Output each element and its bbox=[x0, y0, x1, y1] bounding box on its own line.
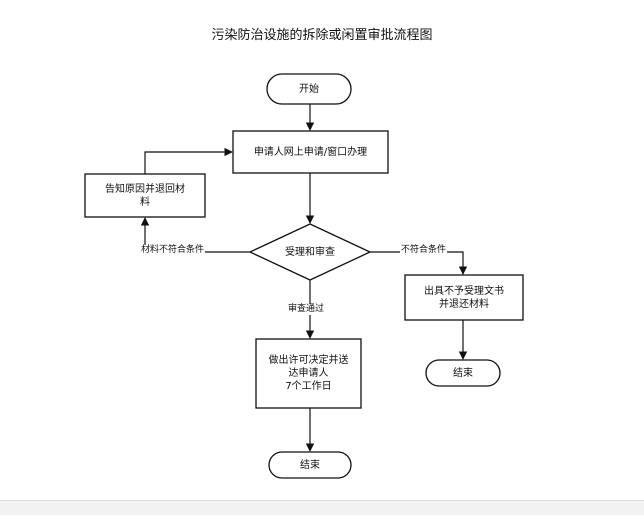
end-right-label: 结束 bbox=[453, 367, 473, 379]
diagram-title: 污染防治设施的拆除或闲置审批流程图 bbox=[211, 28, 433, 43]
reject-label-line-1: 出具不予受理文书 bbox=[424, 285, 504, 297]
bottom-bar bbox=[0, 500, 644, 515]
review-label: 受理和审查 bbox=[285, 246, 335, 258]
notify-label-line-2: 料 bbox=[140, 196, 150, 208]
decision-label-line-3: 7个工作日 bbox=[285, 381, 332, 392]
reject-box-shape bbox=[404, 274, 524, 321]
start-terminal-shape bbox=[266, 73, 352, 105]
decision-label-line-2: 达申请人 bbox=[288, 368, 329, 379]
decision-label: 做出许可决定并送 达申请人 7个工作日 bbox=[256, 339, 361, 408]
end-right-terminal-shape bbox=[425, 359, 501, 387]
decision-box-shape bbox=[255, 338, 362, 409]
edge-label-left: 材料不符合条件 bbox=[140, 245, 206, 256]
end-bottom-terminal-shape bbox=[268, 451, 352, 479]
decision-label-line-1: 做出许可决定并送 bbox=[268, 355, 349, 366]
reject-label-line-2: 并退还材料 bbox=[439, 298, 489, 310]
edge-notify-to-apply bbox=[144, 147, 233, 174]
notify-label: 告知原因并退回材 料 bbox=[85, 174, 205, 217]
edge-label-right: 不符合条件 bbox=[400, 245, 448, 256]
reject-label: 出具不予受理文书 并退还材料 bbox=[405, 275, 523, 320]
end-bottom-label: 结束 bbox=[300, 459, 320, 471]
apply-box-shape bbox=[232, 130, 389, 174]
edge-label-down: 审查通过 bbox=[287, 304, 326, 315]
start-label: 开始 bbox=[299, 83, 319, 95]
apply-label: 申请人网上申请/窗口办理 bbox=[253, 146, 368, 158]
notify-label-line-1: 告知原因并退回材 bbox=[105, 183, 185, 195]
notify-box-shape bbox=[84, 173, 206, 218]
